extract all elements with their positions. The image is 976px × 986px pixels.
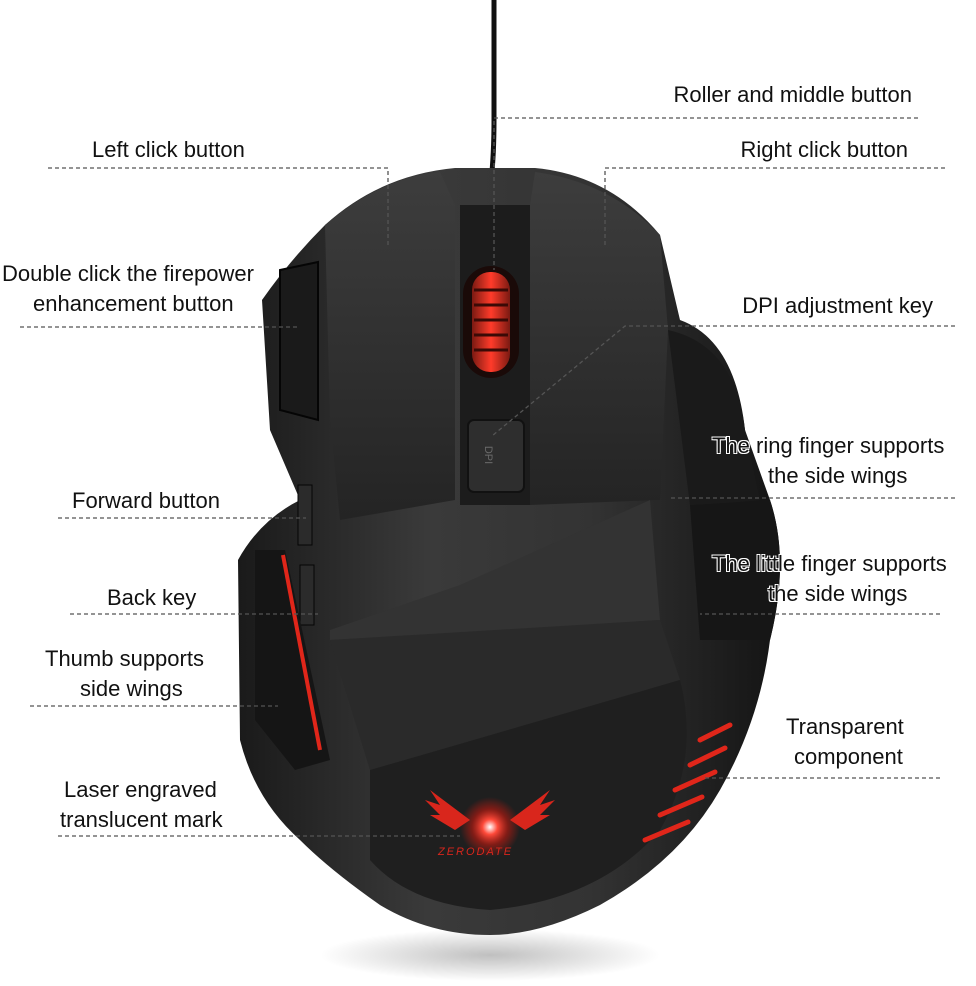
label-ring-2: the side wings [768,463,908,488]
label-dpi: DPI adjustment key [742,293,933,318]
palm-rest-lower [330,620,680,770]
left-click-panel [325,172,455,520]
label-thumb-1: Thumb supports [45,646,204,671]
ground-shadow [320,929,660,981]
thumb-wing-light [281,554,322,751]
label-laser-1: Laser engraved [64,777,217,802]
label-thumb-2: side wings [80,676,183,701]
label-back: Back key [107,585,197,610]
back-button [299,564,315,626]
little-finger-wing [690,500,780,640]
label-forward: Forward button [72,488,220,513]
leader-roller [493,117,918,270]
label-transparent-2: component [794,744,903,769]
leader-dpi [491,325,955,437]
label-right-click: Right click button [740,137,908,162]
scroll-wheel [472,272,510,372]
label-laser-2: translucent mark [60,807,223,832]
label-double-click-1: Double click the firepower [2,261,254,286]
label-ring-1: The ring finger supports [712,433,945,458]
label-little-1: The little finger supports [712,551,947,576]
leader-left-click [48,167,389,245]
palm-rest-bottom [370,680,687,910]
ring-finger-wing [668,330,760,505]
thumb-wing [255,550,330,770]
logo-glow [460,797,520,857]
palm-rest-upper [330,500,660,640]
right-click-panel [530,172,668,505]
label-left-click: Left click button [92,137,245,162]
firepower-button [279,260,319,422]
winged-logo [425,790,555,830]
leader-right-click [604,167,945,245]
transparent-component [642,722,733,843]
label-transparent-1: Transparent [786,714,904,739]
label-double-click-2: enhancement button [33,291,234,316]
label-little-2: the side wings [768,581,908,606]
forward-button [297,484,313,546]
label-roller: Roller and middle button [673,82,912,107]
brand-logo-text: ZERODATE [438,846,514,858]
dpi-button [467,419,525,493]
